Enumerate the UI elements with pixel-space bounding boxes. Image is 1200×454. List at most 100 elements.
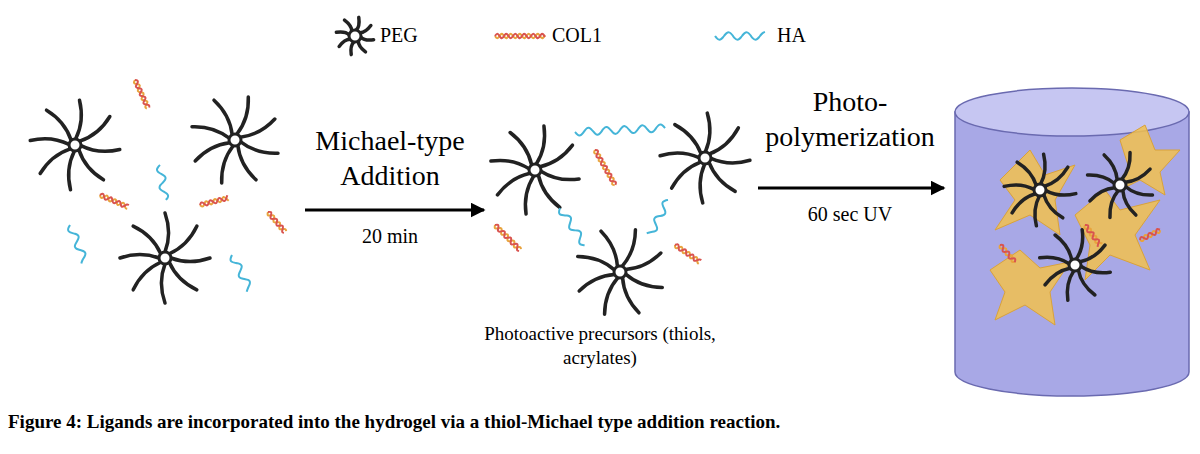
peg-arm	[1067, 271, 1074, 300]
peg-arm	[1080, 245, 1105, 262]
peg-arm	[47, 110, 72, 140]
peg-arm	[660, 153, 699, 158]
peg-arm	[1055, 235, 1072, 260]
col1-helix	[100, 194, 129, 209]
peg-arm	[192, 127, 229, 139]
col1-strand	[200, 195, 227, 205]
peg-star	[120, 213, 210, 303]
peg-arm	[541, 171, 579, 179]
peg-core	[229, 134, 241, 146]
peg-arm	[1004, 185, 1034, 190]
peg-arm	[540, 145, 573, 167]
peg-arm	[80, 117, 110, 142]
cell	[990, 250, 1070, 325]
col1-strand	[1000, 245, 1015, 262]
reaction-arrow	[758, 187, 944, 190]
peg-core	[699, 152, 711, 164]
cell	[1075, 190, 1160, 280]
col1-strand	[268, 212, 284, 233]
peg-arm	[214, 100, 232, 134]
peg-arm	[625, 253, 660, 269]
peg-arm	[672, 162, 701, 188]
col1-helix	[268, 212, 287, 233]
cylinder-top	[955, 88, 1189, 136]
peg-arm	[1046, 191, 1076, 196]
peg-core	[1034, 184, 1046, 196]
peg-arm	[1123, 190, 1136, 215]
ha-chain	[647, 200, 668, 233]
peg-arm	[578, 257, 615, 270]
peg-arm	[1017, 162, 1036, 185]
peg-arm	[1104, 155, 1117, 180]
peg-arm	[622, 230, 635, 267]
col1-helix	[675, 244, 701, 264]
peg-arm	[195, 143, 229, 161]
peg-arm	[120, 254, 159, 258]
peg-arm	[169, 262, 197, 290]
peg-arm	[705, 113, 710, 152]
peg-arm	[1076, 230, 1083, 259]
peg-core	[69, 139, 81, 151]
peg-arm	[1041, 154, 1046, 184]
peg-arm	[601, 231, 617, 266]
col1-strand	[1000, 245, 1016, 262]
col1-helix	[1084, 225, 1102, 247]
peg-arm	[497, 173, 530, 195]
step-label: 60 sec UV	[790, 202, 910, 227]
peg-arm	[1090, 188, 1115, 201]
peg-arm	[623, 277, 639, 312]
col1-strand	[595, 150, 616, 185]
peg-arm	[76, 100, 82, 139]
peg-arm	[336, 32, 349, 35]
peg-arm	[361, 37, 374, 40]
col1-helix	[134, 80, 149, 109]
peg-arm	[360, 26, 371, 33]
col1-helix	[495, 34, 545, 38]
col1-strand	[495, 225, 519, 251]
peg-arm	[1126, 187, 1153, 195]
peg-arm	[538, 175, 560, 208]
peg-arm	[241, 142, 278, 154]
peg-arm	[1078, 270, 1095, 295]
col1-helix	[200, 195, 229, 206]
peg-arm	[711, 158, 750, 163]
peg-arm	[1045, 167, 1068, 186]
peg-arm	[40, 149, 70, 174]
peg-arm	[675, 125, 701, 154]
peg-arm	[1081, 266, 1110, 273]
peg-star	[1088, 153, 1153, 218]
cell	[1120, 125, 1180, 195]
peg-arm	[339, 39, 350, 46]
peg-arm	[1012, 194, 1035, 213]
peg-core	[614, 266, 626, 278]
col1-strand	[100, 194, 129, 207]
peg-arm	[69, 151, 75, 190]
cell	[995, 150, 1075, 235]
legend-text: PEG	[380, 23, 418, 48]
peg-arm	[222, 146, 234, 183]
col1-strand	[135, 80, 149, 107]
peg-star	[491, 126, 579, 214]
peg-arm	[358, 41, 365, 52]
col1-helix	[594, 150, 616, 185]
col1-strand	[675, 244, 701, 261]
peg-arm	[237, 97, 249, 134]
peg-arm	[171, 258, 210, 262]
peg-arm	[161, 264, 165, 303]
peg-arm	[605, 278, 618, 315]
peg-arm	[525, 176, 533, 214]
peg-arm	[579, 275, 614, 291]
legend-text: COL1	[552, 23, 602, 48]
ha-chain	[559, 208, 585, 245]
peg-arm	[1125, 169, 1150, 182]
peg-arm	[1045, 268, 1070, 285]
cylinder-body	[955, 112, 1189, 396]
peg-star	[1004, 154, 1076, 226]
peg-arm	[1122, 153, 1130, 180]
legend-text: HA	[777, 23, 806, 48]
step-label: Photoactive precursors (thiols, acrylate…	[465, 322, 735, 370]
ha-chain	[157, 165, 168, 200]
reaction-arrow	[305, 209, 484, 212]
